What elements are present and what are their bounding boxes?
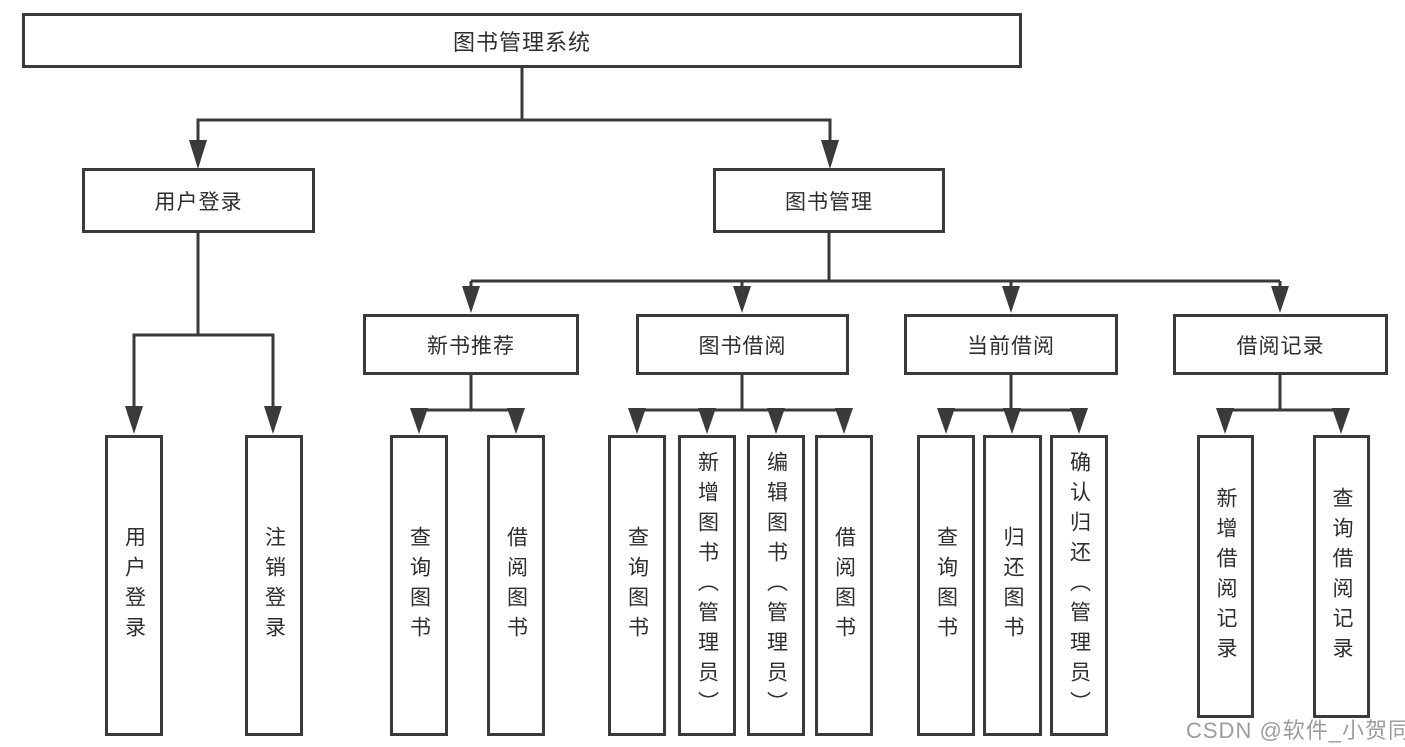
node-borrow-records-label: 借阅记录 (1236, 334, 1325, 358)
node-leaf-logout-label: 注销登录 (262, 525, 286, 646)
node-leaf-query-books-2-label: 查询图书 (625, 525, 649, 646)
connector-currentborrow-to-leaves (937, 375, 1088, 434)
node-leaf-confirm-return-admin: 确认归还（管理员） (1050, 435, 1108, 736)
node-leaf-return-book-label: 归还图书 (1001, 525, 1024, 646)
node-leaf-borrow-books-1: 借阅图书 (487, 435, 545, 736)
node-book-borrow: 图书借阅 (636, 314, 849, 375)
node-leaf-return-book: 归还图书 (983, 435, 1042, 736)
node-leaf-query-books-2: 查询图书 (608, 435, 666, 736)
node-new-book-recommend: 新书推荐 (363, 314, 579, 375)
node-root: 图书管理系统 (22, 13, 1022, 68)
connector-bookmgmt-to-level3 (462, 231, 1289, 313)
connector-root-to-level2 (189, 68, 839, 169)
node-leaf-borrow-books-1-label: 借阅图书 (504, 525, 528, 646)
connector-newbook-to-leaves (410, 375, 525, 434)
connector-records-to-leaves (1216, 375, 1350, 434)
node-leaf-borrow-books-2: 借阅图书 (815, 435, 873, 736)
node-leaf-user-login: 用户登录 (105, 435, 163, 736)
node-leaf-confirm-return-admin-label: 确认归还（管理员） (1067, 450, 1091, 721)
node-leaf-query-books-1-label: 查询图书 (407, 525, 431, 646)
node-leaf-query-books-1: 查询图书 (390, 435, 448, 736)
node-leaf-borrow-books-2-label: 借阅图书 (832, 525, 856, 646)
node-leaf-edit-book-admin-label: 编辑图书（管理员） (764, 450, 788, 721)
node-current-borrow-label: 当前借阅 (967, 334, 1055, 358)
connector-userlogin-to-leaves (125, 231, 282, 434)
node-leaf-add-book-admin: 新增图书（管理员） (678, 435, 736, 736)
node-book-borrow-label: 图书借阅 (698, 334, 787, 358)
node-leaf-logout: 注销登录 (245, 435, 303, 736)
node-leaf-add-borrow-record: 新增借阅记录 (1197, 435, 1254, 718)
node-book-management-label: 图书管理 (785, 190, 873, 214)
node-leaf-add-borrow-record-label: 新增借阅记录 (1214, 486, 1237, 667)
watermark: CSDN @软件_小贺同学 (1186, 718, 1405, 743)
node-current-borrow: 当前借阅 (904, 314, 1118, 375)
node-leaf-query-books-3: 查询图书 (917, 435, 975, 736)
node-leaf-query-borrow-record: 查询借阅记录 (1313, 435, 1370, 718)
node-book-management: 图书管理 (713, 168, 945, 233)
node-new-book-recommend-label: 新书推荐 (427, 334, 515, 358)
node-leaf-add-book-admin-label: 新增图书（管理员） (695, 450, 719, 721)
connector-bookborrow-to-leaves (628, 375, 853, 434)
node-leaf-query-borrow-record-label: 查询借阅记录 (1330, 486, 1353, 667)
node-leaf-edit-book-admin: 编辑图书（管理员） (747, 435, 805, 736)
node-user-login: 用户登录 (82, 168, 315, 233)
node-leaf-user-login-label: 用户登录 (122, 525, 146, 646)
node-leaf-query-books-3-label: 查询图书 (934, 525, 958, 646)
node-borrow-records: 借阅记录 (1173, 314, 1388, 375)
node-user-login-label: 用户登录 (154, 190, 243, 214)
node-root-label: 图书管理系统 (452, 29, 591, 55)
